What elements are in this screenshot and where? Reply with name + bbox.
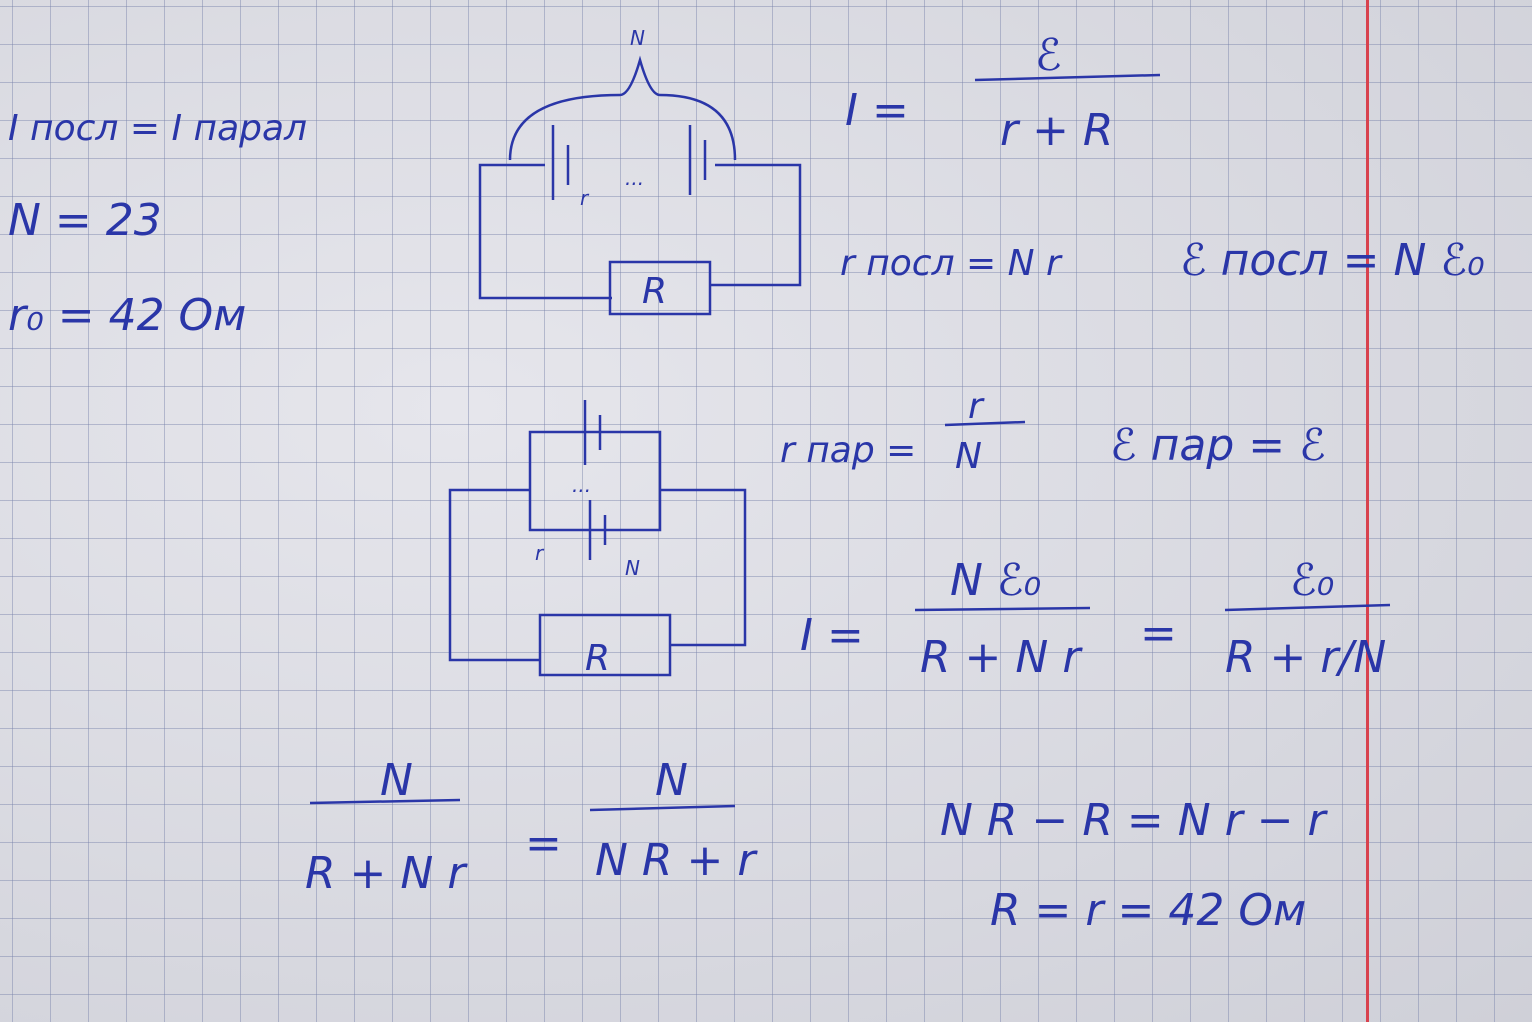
dots: ... xyxy=(572,473,591,497)
step-1: N R − R = N r − r xyxy=(940,795,1329,846)
equals: = xyxy=(1140,608,1177,659)
ohm-numerator: ℰ xyxy=(1035,30,1062,81)
label-n: N xyxy=(625,556,640,580)
given-r0: r₀ = 42 Ом xyxy=(8,290,246,341)
label-r: r xyxy=(535,541,545,565)
ohm-denominator: r + R xyxy=(1000,105,1114,156)
given-n: N = 23 xyxy=(8,195,162,246)
eq-den-1: R + N r xyxy=(305,848,468,899)
ohm-lhs: I = xyxy=(845,85,909,136)
label-n: N xyxy=(630,26,645,50)
current-num-2: ℰ₀ xyxy=(1290,555,1334,606)
parallel-circuit-diagram: r N ... R xyxy=(448,400,747,679)
eq-num-1: N xyxy=(380,755,413,806)
r-parallel-den: N xyxy=(955,436,982,477)
current-den-1: R + N r xyxy=(920,632,1083,683)
r-parallel-num: r xyxy=(968,386,985,427)
eq-num-2: N xyxy=(655,755,688,806)
r-parallel-lhs: r пар = xyxy=(780,430,916,471)
given-currents: I посл = I парал xyxy=(8,108,307,149)
e-parallel: ℰ пар = ℰ xyxy=(1110,420,1326,471)
resistor-label: R xyxy=(642,271,667,312)
result: R = r = 42 Ом xyxy=(990,885,1306,936)
label-r: r xyxy=(580,186,590,210)
dots: ... xyxy=(625,166,644,190)
eq-den-2: N R + r xyxy=(595,835,758,886)
resistor-label: R xyxy=(585,638,610,679)
equals: = xyxy=(525,818,562,869)
r-series: r посл = N r xyxy=(840,243,1063,284)
series-circuit-diagram: N r ... R xyxy=(478,26,802,316)
current-num-1: N ℰ₀ xyxy=(950,555,1041,606)
e-series: ℰ посл = N ℰ₀ xyxy=(1180,235,1485,286)
current-den-2: R + r/N xyxy=(1225,632,1386,683)
red-margin-line xyxy=(1366,0,1369,1022)
current-lhs: I = xyxy=(800,610,864,661)
